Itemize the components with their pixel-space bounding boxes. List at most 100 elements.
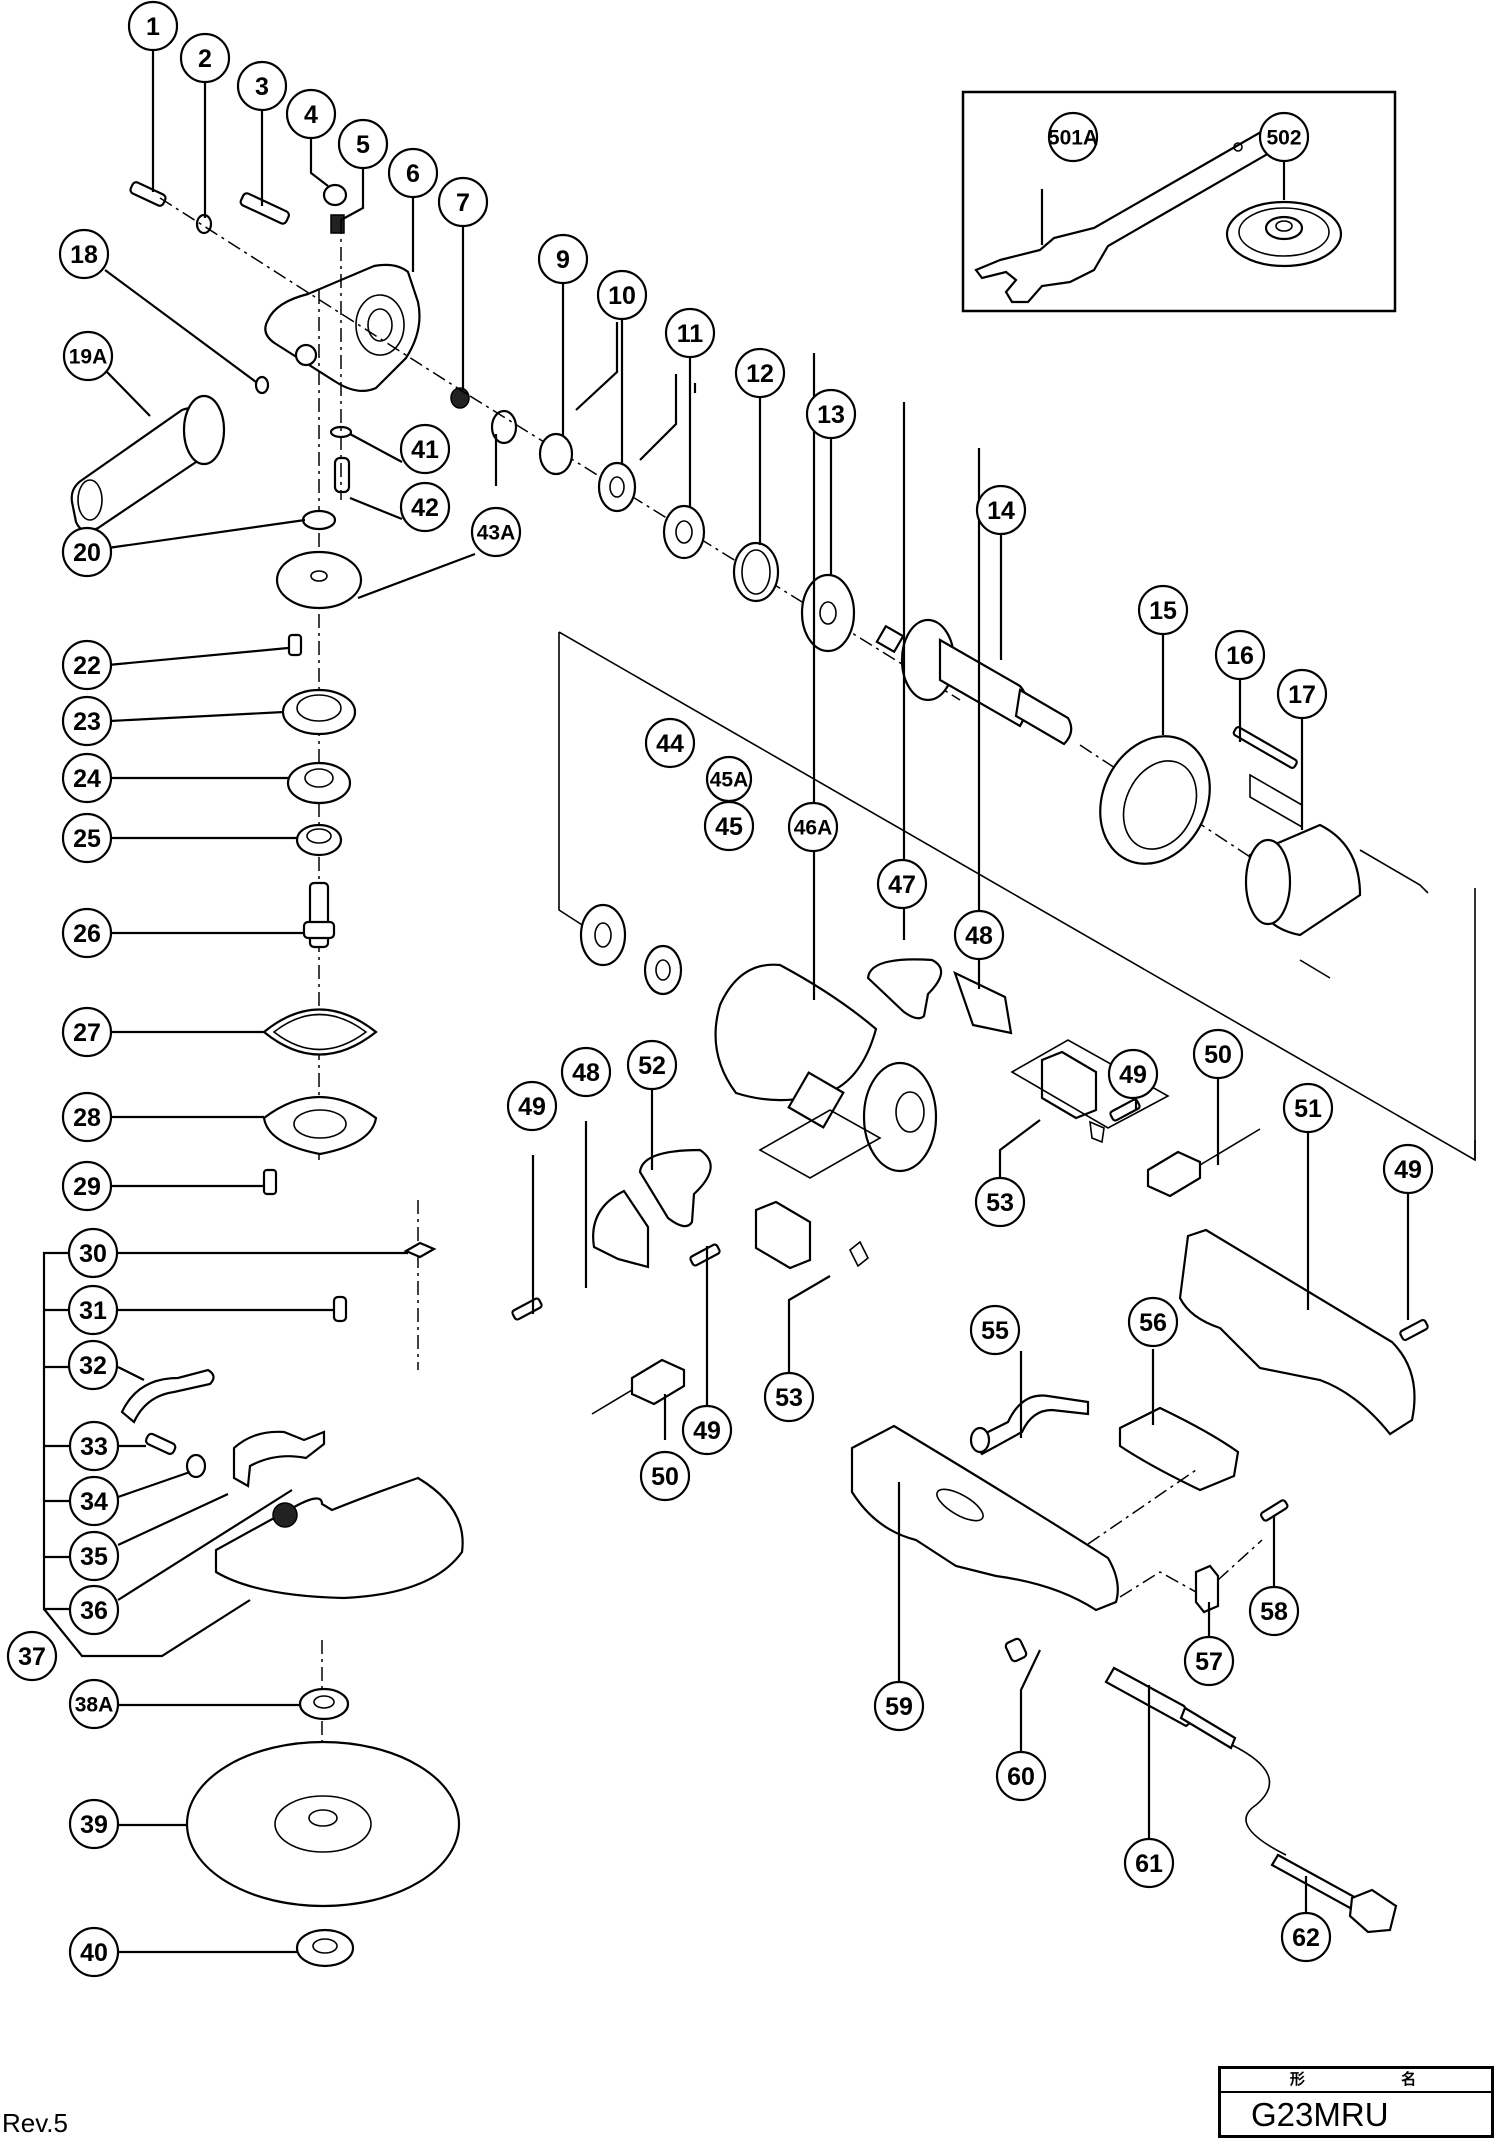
callout-24: 24 (61, 752, 113, 804)
clamp-band-35 (232, 1430, 326, 1488)
callout-46A: 46A (787, 801, 839, 853)
svg-text:7: 7 (456, 189, 470, 217)
svg-text:37: 37 (18, 1643, 46, 1671)
callout-25: 25 (61, 812, 113, 864)
callout-2: 2 (179, 32, 231, 84)
svg-text:41: 41 (411, 436, 439, 464)
svg-text:58: 58 (1260, 1598, 1288, 1626)
svg-text:49: 49 (518, 1093, 546, 1121)
callout-7: 7 (437, 176, 489, 228)
wheel-guard-37 (214, 1476, 464, 1600)
gasket-27 (262, 1008, 378, 1056)
callout-22: 22 (61, 639, 113, 691)
callout-49-left: 49 (506, 1080, 558, 1132)
svg-text:20: 20 (73, 539, 101, 567)
svg-text:61: 61 (1135, 1850, 1163, 1878)
svg-text:51: 51 (1294, 1095, 1322, 1123)
callout-23: 23 (61, 695, 113, 747)
svg-text:23: 23 (73, 708, 101, 736)
needle-bearing-10 (597, 461, 637, 513)
callout-30: 30 (67, 1227, 119, 1279)
callout-48-left: 48 (560, 1046, 612, 1098)
bearing-holder-23 (281, 688, 357, 736)
svg-text:45: 45 (715, 813, 743, 841)
callout-50-top: 50 (1192, 1028, 1244, 1080)
pinion-gear (490, 409, 518, 445)
svg-text:30: 30 (79, 1240, 107, 1268)
label-47 (866, 958, 943, 1020)
revision-label: Rev.5 (2, 2108, 68, 2138)
wheel-nut-40 (295, 1928, 355, 1968)
svg-text:49: 49 (1394, 1156, 1422, 1184)
callout-42: 42 (399, 481, 451, 533)
svg-text:15: 15 (1149, 597, 1177, 625)
spindle-26 (302, 881, 336, 949)
svg-text:53: 53 (775, 1384, 803, 1412)
callout-31: 31 (67, 1284, 119, 1336)
screw-3 (239, 192, 290, 225)
svg-text:53: 53 (986, 1189, 1014, 1217)
svg-text:24: 24 (73, 765, 101, 793)
callout-38A: 38A (68, 1678, 120, 1730)
svg-text:6: 6 (406, 160, 420, 188)
svg-text:17: 17 (1288, 681, 1316, 709)
callout-49-bottom: 49 (681, 1404, 733, 1456)
callout-9: 9 (537, 233, 589, 285)
svg-text:55: 55 (981, 1317, 1009, 1345)
callout-18: 18 (58, 228, 110, 280)
callout-15: 15 (1137, 584, 1189, 636)
tube-60 (1004, 1637, 1028, 1663)
leader-lines (42, 50, 1410, 1954)
svg-text:49: 49 (693, 1417, 721, 1445)
callout-44: 44 (644, 717, 696, 769)
callout-34: 34 (68, 1475, 120, 1527)
callout-35: 35 (68, 1530, 120, 1582)
svg-text:1: 1 (146, 13, 160, 41)
ball-bearing-44 (579, 903, 627, 967)
carbon-brush-50-bottom (591, 1358, 686, 1415)
svg-text:28: 28 (73, 1104, 101, 1132)
cord-62 (1231, 1744, 1398, 1934)
svg-text:16: 16 (1226, 642, 1254, 670)
brush-holder-53-top (1010, 1039, 1170, 1144)
washer-9 (538, 432, 574, 476)
svg-text:13: 13 (817, 401, 845, 429)
pinion-nut-7 (450, 387, 470, 409)
callout-49-right: 49 (1382, 1143, 1434, 1195)
callout-43A: 43A (470, 506, 522, 558)
screw-33 (144, 1432, 177, 1455)
grinding-wheel-39 (185, 1740, 461, 1908)
callout-60: 60 (995, 1750, 1047, 1802)
washer-34 (185, 1453, 207, 1479)
svg-text:29: 29 (73, 1173, 101, 1201)
handle-cover-51 (1178, 1228, 1416, 1436)
svg-text:3: 3 (255, 73, 269, 101)
svg-text:52: 52 (638, 1052, 666, 1080)
screw-29 (262, 1168, 278, 1196)
screw-1 (129, 181, 167, 207)
callout-45: 45 (703, 800, 755, 852)
svg-text:11: 11 (677, 320, 704, 348)
screw-49-left (511, 1297, 543, 1321)
callout-29: 29 (61, 1160, 113, 1212)
callout-47: 47 (876, 858, 928, 910)
svg-text:501A: 501A (1048, 127, 1098, 150)
svg-text:42: 42 (411, 494, 439, 522)
accessories-box (961, 90, 1397, 313)
callout-10: 10 (596, 269, 648, 321)
svg-text:4: 4 (304, 101, 318, 129)
ball-bearing-45 (643, 944, 683, 996)
callout-52: 52 (626, 1039, 678, 1091)
svg-text:48: 48 (572, 1059, 600, 1087)
spring-5 (330, 214, 345, 234)
wheel-washer-38A (298, 1687, 350, 1721)
svg-text:40: 40 (80, 1939, 108, 1967)
knob-4 (322, 183, 348, 207)
screw-49-mid (689, 1243, 721, 1267)
callout-41: 41 (399, 423, 451, 475)
svg-text:50: 50 (1204, 1041, 1232, 1069)
svg-text:59: 59 (885, 1693, 913, 1721)
o-ring-18 (254, 375, 270, 395)
model-number: G23MRU (1251, 2096, 1389, 2133)
